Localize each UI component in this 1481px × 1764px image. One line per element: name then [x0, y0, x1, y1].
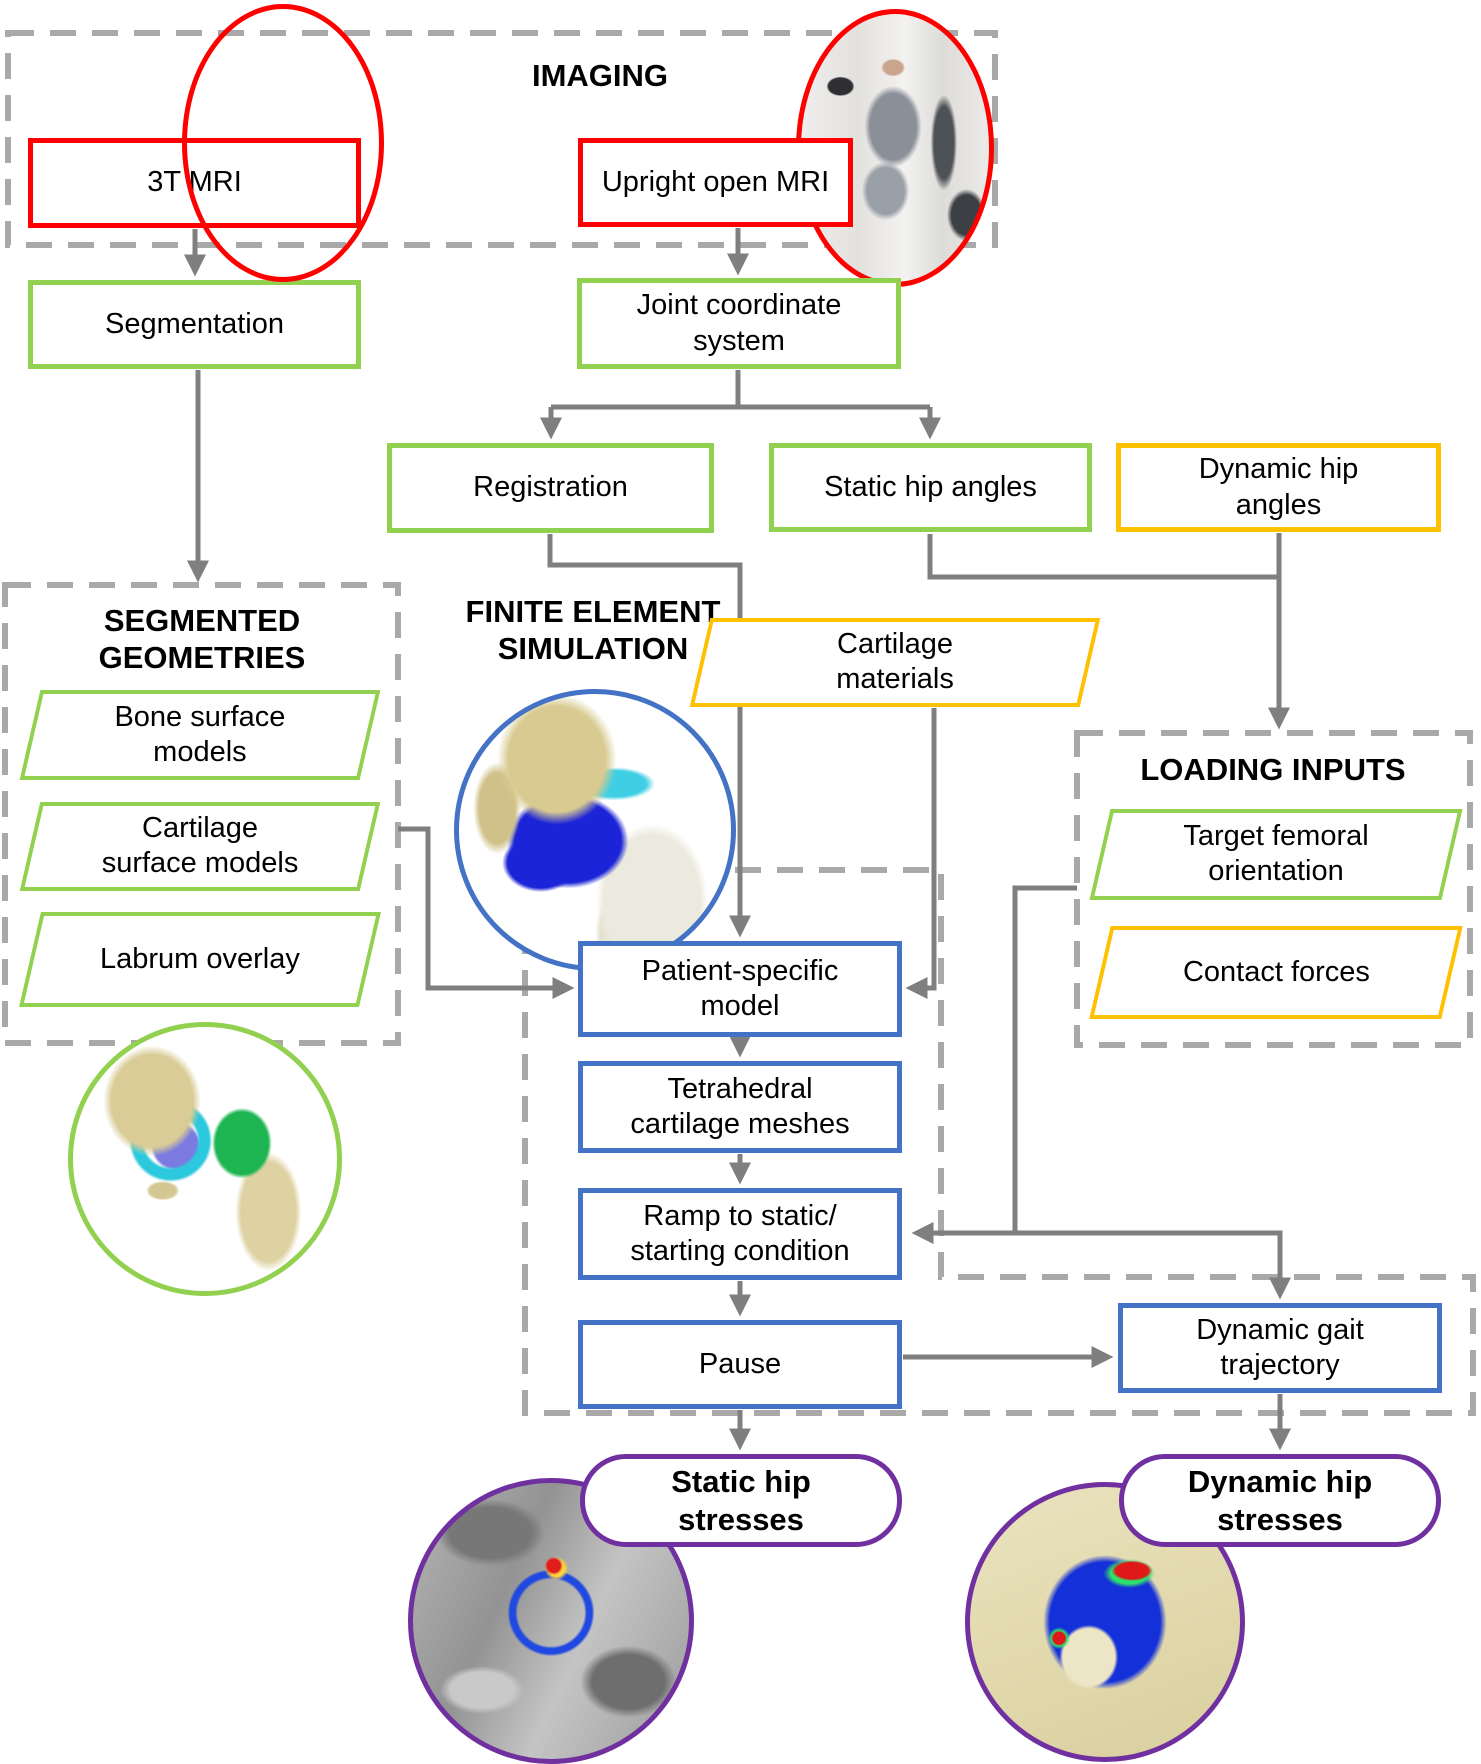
segmented-group-outline: [2, 582, 401, 1046]
connector-segmented-patientmodel: [398, 826, 575, 1000]
fe-group-outline: [522, 867, 1476, 1416]
node-cartilage-surface-models: Cartilage surface models: [19, 802, 381, 891]
node-dynamic-gait-trajectory: Dynamic gait trajectory: [1118, 1303, 1442, 1393]
node-dynamic-hip-angles: Dynamic hip angles: [1116, 443, 1441, 532]
fe-section-title: FINITE ELEMENT SIMULATION: [465, 594, 721, 666]
connector-registration-patientmodel: [547, 534, 752, 938]
node-tetrahedral-cartilage-meshes: Tetrahedral cartilage meshes: [578, 1061, 902, 1153]
mri-scan-image: [182, 4, 384, 282]
segmented-geometry-image: [68, 1022, 342, 1296]
loading-group-outline: [1074, 730, 1473, 1048]
connector-loading-ramp: [911, 885, 1077, 1245]
node-target-femoral-orientation: Target femoral orientation: [1089, 809, 1463, 900]
node-cartilage-materials: Cartilage materials: [689, 618, 1101, 707]
node-static-hip-angles: Static hip angles: [769, 443, 1092, 532]
node-segmentation: Segmentation: [28, 280, 361, 369]
node-ramp-to-static: Ramp to static/ starting condition: [578, 1188, 902, 1280]
node-registration: Registration: [387, 443, 714, 533]
node-labrum-overlay: Labrum overlay: [19, 912, 381, 1007]
node-patient-specific-model: Patient-specific model: [578, 941, 902, 1037]
node-joint-coordinate-system: Joint coordinate system: [577, 278, 901, 369]
node-pause: Pause: [578, 1320, 902, 1409]
node-bone-surface-models: Bone surface models: [19, 690, 381, 780]
connector-loading-gait: [1015, 1230, 1292, 1300]
loading-section-title: LOADING INPUTS: [1140, 752, 1406, 787]
connector-cartilagematerials-patientmodel: [905, 708, 937, 1000]
imaging-section-title: IMAGING: [531, 58, 669, 93]
connector-staticangles-join: [927, 534, 1279, 580]
node-dynamic-hip-stresses: Dynamic hip stresses: [1119, 1454, 1441, 1547]
imaging-group-outline: [5, 30, 998, 248]
node-static-hip-stresses: Static hip stresses: [580, 1454, 902, 1547]
node-contact-forces: Contact forces: [1089, 926, 1463, 1019]
fe-model-image: [454, 689, 736, 971]
node-upright-open-mri: Upright open MRI: [578, 138, 853, 227]
connector-jcs-split: [551, 370, 930, 410]
segmented-section-title: SEGMENTED GEOMETRIES: [98, 603, 306, 675]
